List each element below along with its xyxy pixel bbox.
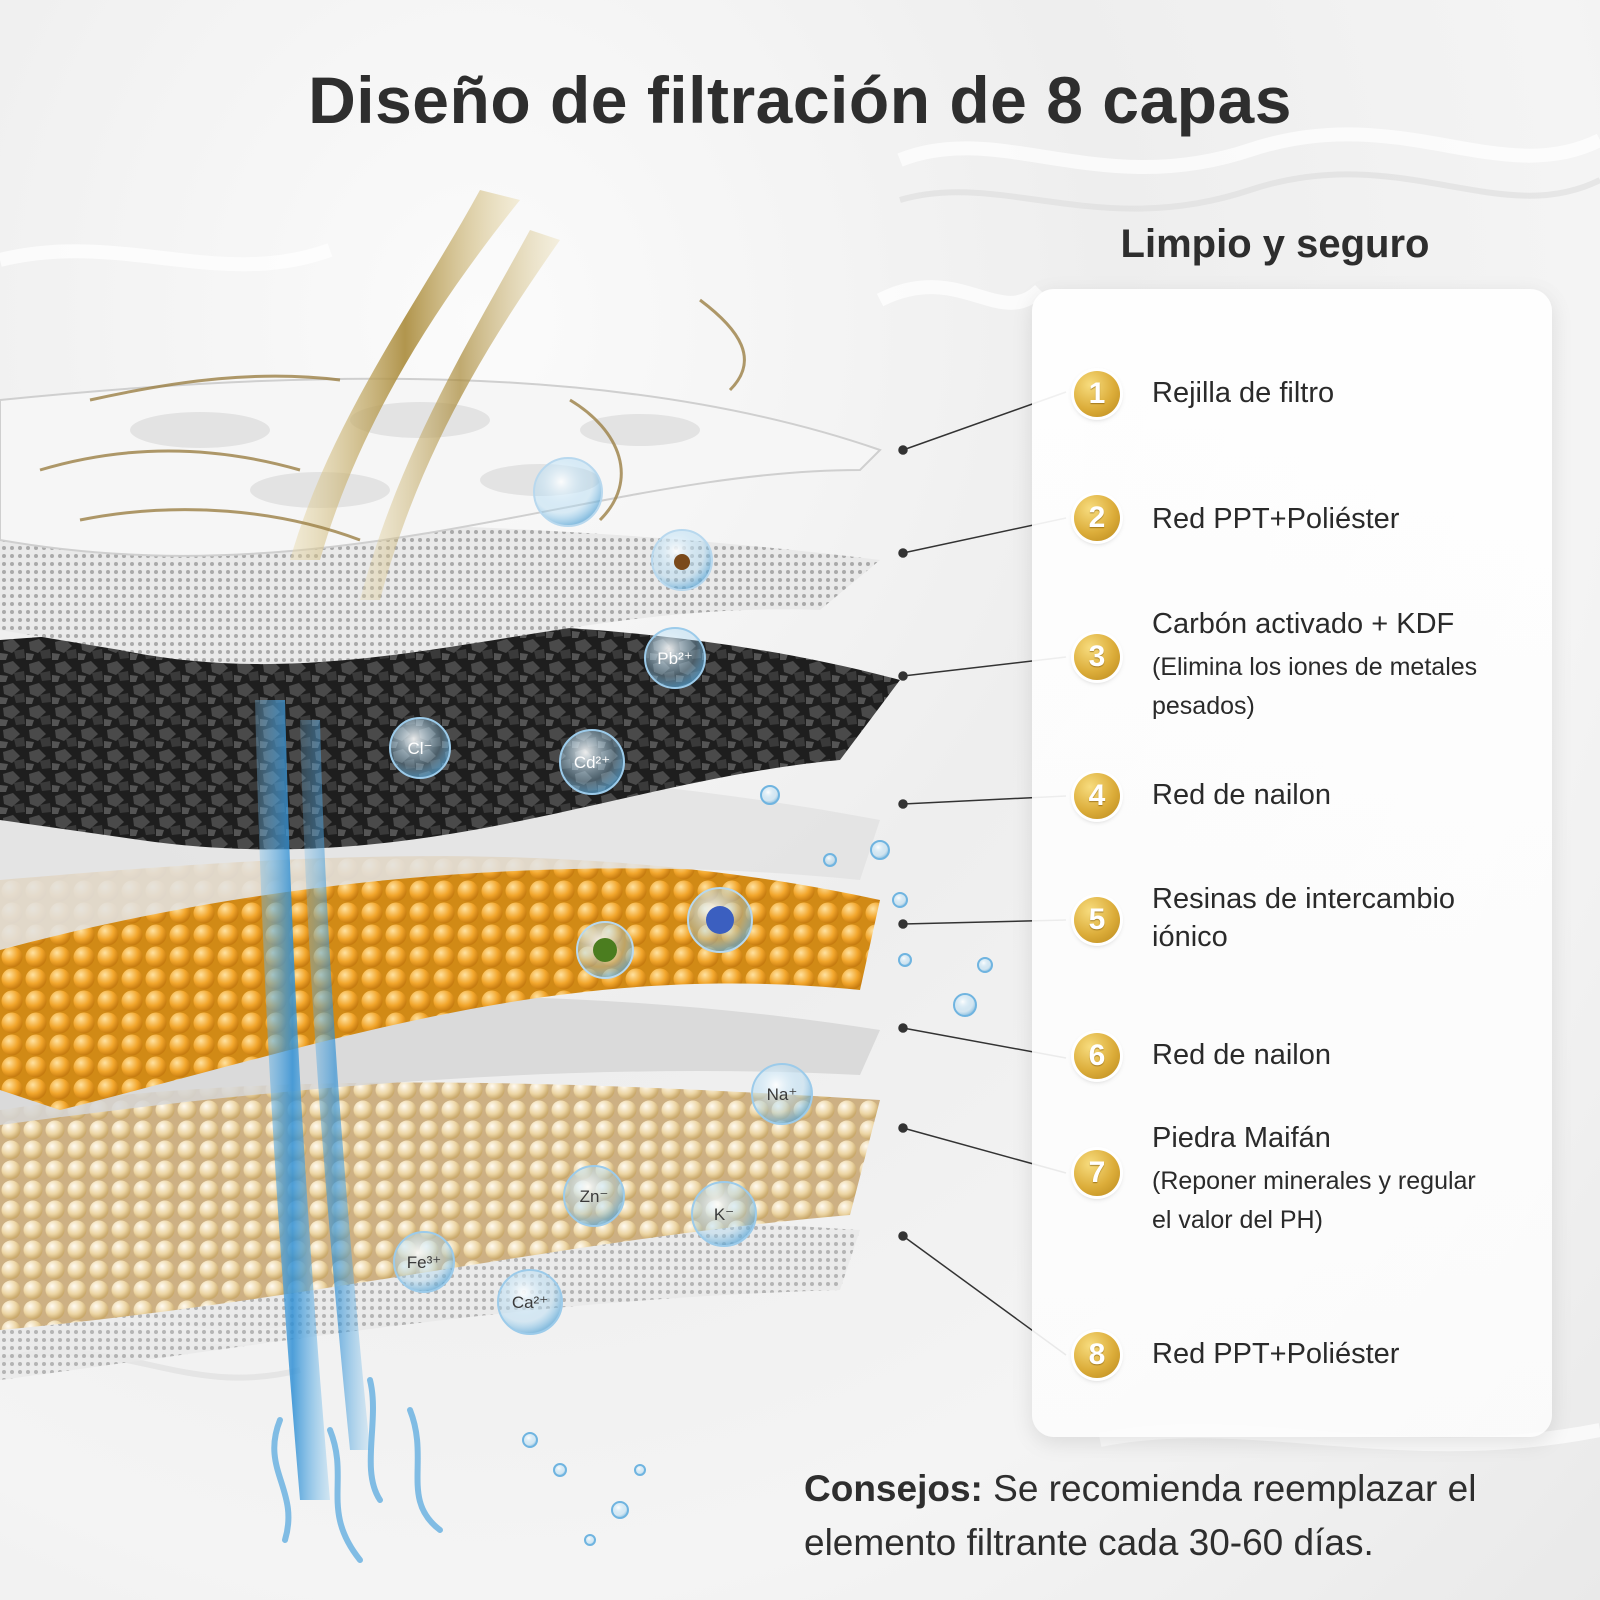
panel-subtitle: Limpio y seguro xyxy=(1120,222,1430,266)
layer-7-maifan-stones xyxy=(0,1082,880,1330)
layer-number-badge: 7 xyxy=(1074,1150,1120,1196)
svg-text:Zn⁻: Zn⁻ xyxy=(580,1187,609,1206)
ion-cd-bubble: Cd²⁺ xyxy=(559,729,625,795)
ion-cl-bubble: Cl⁻ xyxy=(389,717,451,779)
layer-label: Carbón activado + KDF xyxy=(1152,608,1455,640)
layer-number-badge: 4 xyxy=(1074,773,1120,819)
layer-label: Piedra Maifán xyxy=(1152,1122,1331,1154)
svg-text:Fe³⁺: Fe³⁺ xyxy=(407,1253,441,1272)
svg-text:Na⁺: Na⁺ xyxy=(767,1085,798,1104)
layer-label-line2: iónico xyxy=(1152,921,1228,953)
layer-5-resin xyxy=(0,856,880,1110)
layer-label: Red PPT+Poliéster xyxy=(1152,503,1400,535)
layer-label: Rejilla de filtro xyxy=(1152,377,1335,409)
layer-label: Red de nailon xyxy=(1152,779,1331,811)
layer-label: Resinas de intercambio xyxy=(1152,883,1456,915)
layers-panel xyxy=(1032,289,1552,1437)
ion-zn-bubble: Zn⁻ xyxy=(563,1165,625,1227)
layer-number-badge: 6 xyxy=(1074,1033,1120,1079)
tips-text: Se recomienda reemplazar el elemento fil… xyxy=(804,1468,1477,1563)
layer-note: (Reponer minerales y regular xyxy=(1152,1167,1476,1195)
tips-label: Consejos: xyxy=(804,1468,983,1509)
layer-label: Red de nailon xyxy=(1152,1039,1331,1071)
ion-ca-bubble: Ca²⁺ xyxy=(497,1269,563,1335)
hair-bubble xyxy=(533,457,603,527)
layer-note: el valor del PH) xyxy=(1152,1206,1323,1234)
svg-text:Ca²⁺: Ca²⁺ xyxy=(512,1293,548,1312)
page-title: Diseño de filtración de 8 capas xyxy=(308,63,1292,137)
svg-text:Cd²⁺: Cd²⁺ xyxy=(574,753,610,772)
layer-note: (Elimina los iones de metales xyxy=(1152,653,1478,681)
svg-text:Cl⁻: Cl⁻ xyxy=(407,739,432,758)
svg-text:K⁻: K⁻ xyxy=(714,1205,734,1224)
ion-k-bubble: K⁻ xyxy=(691,1181,757,1247)
svg-text:Pb²⁺: Pb²⁺ xyxy=(657,649,692,668)
layer-number-badge: 5 xyxy=(1074,897,1120,943)
layer-label: Red PPT+Poliéster xyxy=(1152,1338,1400,1370)
ion-fe-bubble: Fe³⁺ xyxy=(393,1231,455,1293)
layer-number-badge: 8 xyxy=(1074,1332,1120,1378)
layer-number-badge: 1 xyxy=(1074,371,1120,417)
ion-na-bubble: Na⁺ xyxy=(751,1063,813,1125)
layer-number-badge: 3 xyxy=(1074,634,1120,680)
ion-pb-bubble: Pb²⁺ xyxy=(644,627,706,689)
layer-number-badge: 2 xyxy=(1074,495,1120,541)
tips-note: Consejos: Se recomienda reemplazar el el… xyxy=(804,1462,1584,1570)
layer-note: pesados) xyxy=(1152,692,1255,720)
